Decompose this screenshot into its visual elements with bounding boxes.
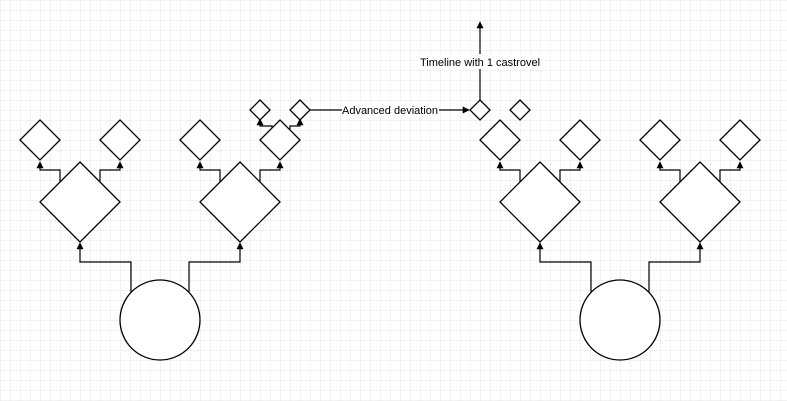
timeline-label: Timeline with 1 castrovel: [420, 57, 540, 69]
connector: [196, 161, 221, 182]
edge-label-bg: [342, 102, 439, 117]
diamond-node[interactable]: [39, 161, 121, 243]
diamond-node[interactable]: [179, 119, 221, 161]
edge-label-bg: [418, 54, 542, 69]
diamond-node[interactable]: [659, 161, 741, 243]
timeline-diamond[interactable]: [469, 99, 491, 121]
diamond-node[interactable]: [19, 119, 61, 161]
connector: [188, 242, 244, 292]
diamond-node[interactable]: [99, 119, 141, 161]
cross-link: Advanced deviation Timeline with 1 castr…: [310, 21, 542, 121]
diamond-node[interactable]: [509, 99, 531, 121]
connector: [259, 161, 284, 182]
connector: [559, 161, 584, 182]
connector: [656, 161, 681, 182]
connector: [648, 242, 704, 292]
connector: [719, 161, 744, 182]
diamond-node[interactable]: [199, 161, 281, 243]
diamond-node[interactable]: [289, 99, 311, 121]
connector: [496, 161, 521, 182]
diamond-node[interactable]: [479, 119, 521, 161]
diamond-node[interactable]: [499, 161, 581, 243]
root-circle[interactable]: [119, 279, 201, 361]
diamond-node[interactable]: [639, 119, 681, 161]
connector: [289, 118, 304, 130]
diamond-node[interactable]: [559, 119, 601, 161]
diamond-node[interactable]: [259, 119, 301, 161]
left-tree: [19, 99, 311, 361]
connector: [99, 161, 124, 182]
root-circle[interactable]: [579, 279, 661, 361]
connector: [36, 161, 61, 182]
advanced-deviation-label: Advanced deviation: [342, 105, 438, 117]
right-tree: [479, 99, 761, 361]
connector: [536, 242, 592, 292]
diamond-node[interactable]: [249, 99, 271, 121]
diamond-node[interactable]: [719, 119, 761, 161]
connector: [76, 242, 132, 292]
